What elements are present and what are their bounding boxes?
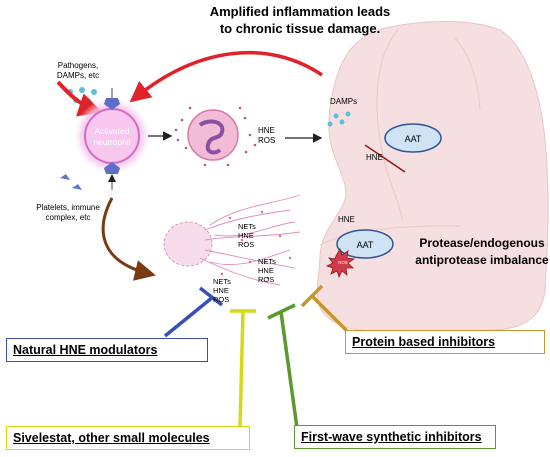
imbalance-label-1: Protease/endogenous <box>419 236 545 250</box>
lung-fissure-3 <box>454 37 481 111</box>
lung-fissure-1 <box>376 29 403 221</box>
nets-group-2-hne: HNE <box>258 266 274 275</box>
lung-fissure-2 <box>319 225 461 246</box>
platelet-icons <box>60 174 82 190</box>
hne-cleavage-line <box>364 144 406 173</box>
nets-group-3-hne: HNE <box>213 286 229 295</box>
title-line-2: to chronic tissue damage. <box>220 21 380 36</box>
degranulation-ros: ROS <box>258 136 275 145</box>
nets-group-3-nets: NETs <box>213 277 231 286</box>
receptor-bottom-icon <box>104 162 120 174</box>
degranulation-hne: HNE <box>258 126 275 135</box>
lung-shape <box>316 21 549 334</box>
imbalance-label-2: antiprotease imbalance <box>415 253 549 267</box>
hne-top-label: HNE <box>366 153 383 162</box>
pathogens-label-1: Pathogens, <box>58 61 98 70</box>
nets-group-1-nets: NETs <box>238 222 256 231</box>
activated-neutrophil-cell <box>84 108 140 164</box>
lung-damps-label: DAMPs <box>330 97 357 106</box>
net-dots <box>220 210 292 280</box>
platelets-label-2: complex, etc <box>46 213 91 222</box>
nets-group-3-ros: ROS <box>213 295 229 304</box>
first-wave-synthetic-label: First-wave synthetic inhibitors <box>301 430 482 444</box>
nets-group-1-ros: ROS <box>238 240 254 249</box>
platelets-label-1: Platelets, immune <box>36 203 100 212</box>
neutrophil-label-1: Activated <box>95 126 130 136</box>
nets-group-1-hne: HNE <box>238 231 254 240</box>
protein-based-inhibitors-label: Protein based inhibitors <box>352 335 496 349</box>
ros-burst-shape <box>325 248 356 279</box>
neutrophil-label-2: neutrophil <box>93 137 130 147</box>
natural-hne-modulators-label: Natural HNE modulators <box>13 343 158 357</box>
natural-hne-modulators-box: Natural HNE modulators <box>6 338 208 362</box>
natural-inhibitor-bar <box>163 286 224 338</box>
hne-mid-label: HNE <box>338 215 355 224</box>
receptor-top-icon <box>104 98 120 110</box>
sivelestat-inhibitor-bar <box>230 309 256 429</box>
protein-inhibitor-bar <box>300 284 352 336</box>
aat-mid-protein <box>336 229 394 259</box>
ros-burst-label: ROS <box>338 260 348 265</box>
sivelestat-label: Sivelestat, other small molecules <box>13 431 210 445</box>
title-line-1: Amplified inflammation leads <box>210 4 391 19</box>
first-wave-inhibitor-bar <box>267 303 299 429</box>
amplification-arrow <box>129 50 323 103</box>
net-formation-arrow <box>101 197 156 281</box>
aat-top-protein <box>384 123 442 153</box>
protein-based-inhibitors-box: Protein based inhibitors <box>345 330 545 354</box>
aat-top-label: AAT <box>405 134 422 144</box>
nets-group-2-nets: NETs <box>258 257 276 266</box>
nets-group-2-ros: ROS <box>258 275 274 284</box>
pathogens-label-2: DAMPs, etc <box>57 71 99 80</box>
first-wave-synthetic-box: First-wave synthetic inhibitors <box>294 425 496 449</box>
net-web <box>163 194 301 286</box>
damps-dots <box>327 111 351 127</box>
granule-dots <box>174 106 257 167</box>
aat-mid-label: AAT <box>357 240 374 250</box>
neutrophil-nucleus <box>198 119 225 155</box>
sivelestat-box: Sivelestat, other small molecules <box>6 426 250 450</box>
